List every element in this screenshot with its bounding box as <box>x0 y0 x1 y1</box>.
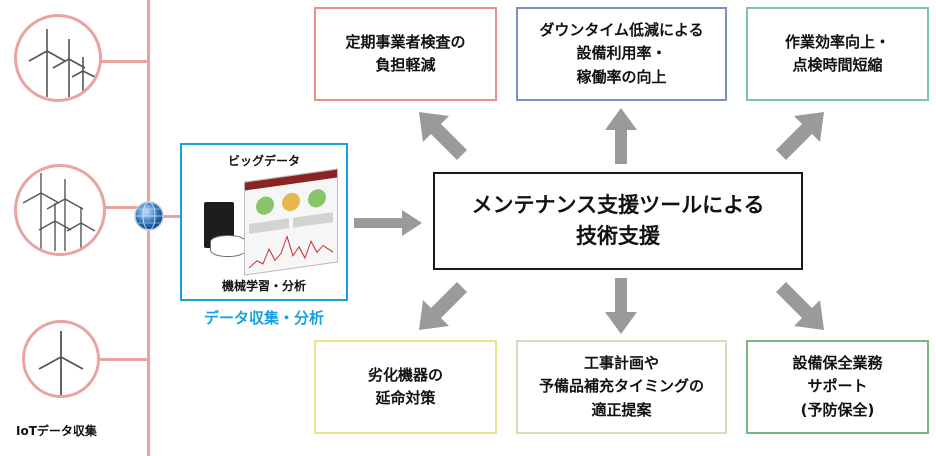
outcome-text: ダウンタイム低減による <box>539 21 704 40</box>
arrow-right-icon <box>354 210 422 236</box>
connector-middle <box>104 206 149 209</box>
outcome-box-bottom-right: 設備保全業務 サポート (予防保全) <box>746 340 929 434</box>
outcome-text: (予防保全) <box>800 400 875 419</box>
wind-turbine-icon <box>38 331 84 395</box>
arrow-up-left-icon <box>419 112 467 160</box>
center-line-2: 技術支援 <box>575 224 660 248</box>
bigdata-caption: データ収集・分析 <box>203 309 324 327</box>
connector-to-bigdata <box>150 215 182 218</box>
outcome-text: 延命対策 <box>375 389 436 407</box>
wind-turbine-group-1 <box>14 14 102 102</box>
center-line-1: メンテナンス支援ツールによる <box>471 192 765 217</box>
wind-turbine-group-3 <box>22 320 100 398</box>
iot-label: IoTデータ収集 <box>16 424 97 438</box>
outcome-text: 稼働率の向上 <box>576 67 667 86</box>
bigdata-box: ビッグデータ 機械学習・分析 <box>180 143 348 301</box>
outcome-text: 設備利用率・ <box>576 44 667 63</box>
outcome-box-top-right: 作業効率向上・ 点検時間短縮 <box>746 7 929 101</box>
arrow-down-right-icon <box>776 282 824 330</box>
database-icon <box>210 235 246 257</box>
outcome-box-top-middle: ダウンタイム低減による 設備利用率・ 稼働率の向上 <box>516 7 727 101</box>
globe-icon <box>134 201 164 231</box>
wind-turbine-group-2 <box>14 164 106 256</box>
connector-top <box>100 60 149 63</box>
outcome-text: 設備保全業務 <box>792 354 883 373</box>
bigdata-title: ビッグデータ <box>227 154 300 168</box>
arrow-down-icon <box>605 278 637 334</box>
outcome-text: 点検時間短縮 <box>792 56 883 74</box>
arrow-down-left-icon <box>419 282 467 330</box>
outcome-text: 劣化機器の <box>367 365 443 384</box>
bigdata-subtitle: 機械学習・分析 <box>221 279 306 293</box>
outcome-text: 負担軽減 <box>375 56 436 74</box>
outcome-text: 適正提案 <box>591 400 652 419</box>
dashboard-screenshot <box>244 168 338 276</box>
arrow-up-icon <box>605 108 637 164</box>
arrow-up-right-icon <box>776 112 824 160</box>
outcome-text: サポート <box>807 377 868 396</box>
outcome-box-bottom-left: 劣化機器の 延命対策 <box>314 340 497 434</box>
connector-bottom <box>100 358 149 361</box>
outcome-text: 作業効率向上・ <box>784 32 890 51</box>
outcome-text: 工事計画や <box>583 354 659 373</box>
outcome-box-top-left: 定期事業者検査の 負担軽減 <box>314 7 497 101</box>
outcome-text: 予備品補充タイミングの <box>538 377 704 396</box>
outcome-text: 定期事業者検査の <box>345 32 466 51</box>
outcome-box-bottom-middle: 工事計画や 予備品補充タイミングの 適正提案 <box>516 340 727 434</box>
wind-turbine-icon <box>28 29 96 97</box>
center-box: メンテナンス支援ツールによる 技術支援 <box>433 172 803 270</box>
wind-turbine-icon <box>22 173 96 251</box>
